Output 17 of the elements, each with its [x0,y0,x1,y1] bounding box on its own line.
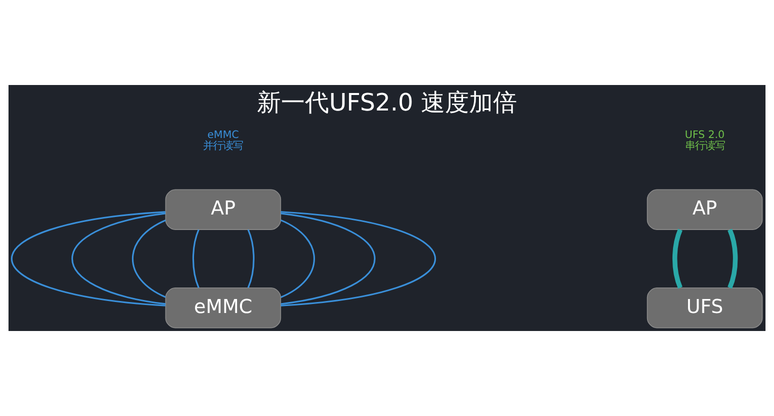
node-box: AP [165,189,282,230]
connector [672,228,683,289]
connector [280,212,376,305]
connector [280,211,436,306]
connector [12,211,166,306]
node-box: eMMC [165,287,282,328]
connector [132,220,166,298]
diagram-title: 新一代UFS2.0 速度加倍 [257,88,517,117]
connector [192,229,200,288]
label: eMMC 并行读写 [203,129,244,152]
label: UFS 2.0 串行读写 [684,129,725,152]
connector [728,228,738,289]
connector [280,219,315,298]
node-box: AP [646,189,763,230]
connector [247,229,255,288]
connector [72,212,166,305]
node-box: UFS [646,287,763,328]
